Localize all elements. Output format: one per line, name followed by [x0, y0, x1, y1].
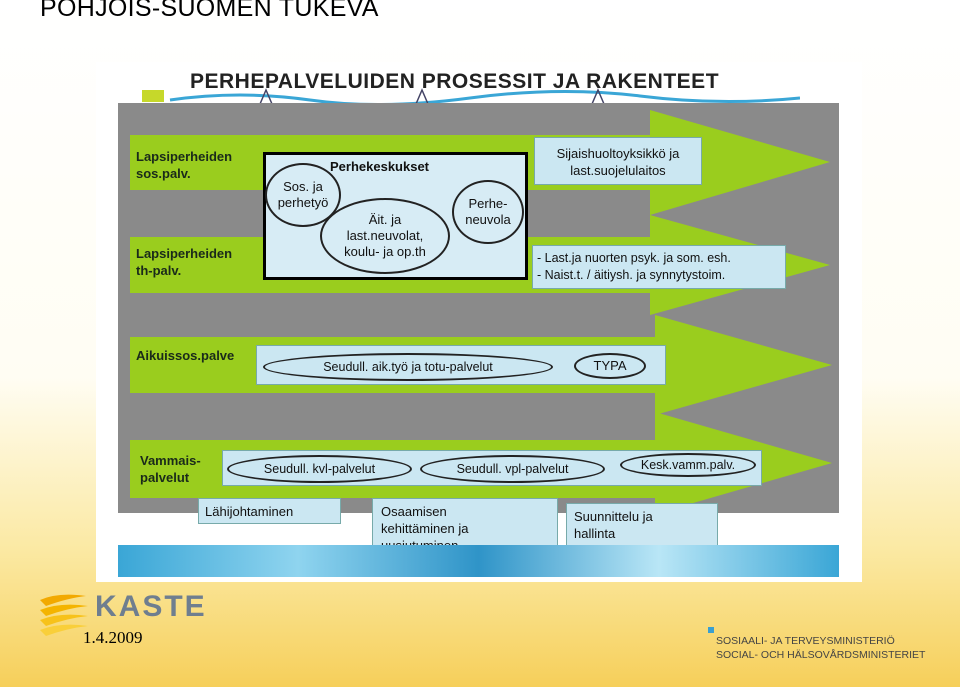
- bottom-water-band: [118, 545, 839, 577]
- box-line: last.suojelulaitos: [570, 163, 666, 178]
- lahijohtaminen-box: Lähijohtaminen: [198, 498, 341, 524]
- perheneuvola-ellipse: Perhe- neuvola: [452, 180, 524, 244]
- row-label-line: palvelut: [140, 470, 190, 485]
- ellipse-line: last.neuvolat,: [346, 228, 424, 243]
- ministry-line: SOSIAALI- JA TERVEYSMINISTERIÖ: [716, 635, 895, 647]
- box-line: Osaamisen: [381, 504, 447, 519]
- slide-title: POHJOIS-SUOMEN TUKEVA: [40, 0, 379, 22]
- row-label-line: Aikuissos.palve: [136, 348, 235, 363]
- kesk-vamm-ellipse: Kesk.vamm.palv.: [620, 453, 756, 477]
- figure-title: PERHEPALVELUIDEN PROSESSIT JA RAKENTEET: [190, 70, 720, 93]
- suunnittelu-box: Suunnittelu ja hallinta: [566, 503, 718, 547]
- vpl-ellipse: Seudull. vpl-palvelut: [420, 455, 605, 483]
- kaste-logo-text: KASTE: [95, 590, 207, 623]
- erikoissairaanhoito-box: - Last.ja nuorten psyk. ja som. esh. - N…: [532, 245, 786, 289]
- kaste-logo-icon: [40, 594, 88, 636]
- header-wave-decoration: [142, 88, 800, 107]
- ministry-logo-icon: [708, 627, 714, 633]
- ellipse-line: neuvola: [465, 212, 511, 227]
- box-line: kehittäminen ja: [381, 521, 469, 536]
- ministry-line: SOCIAL- OCH HÄLSOVÅRDSMINISTERIET: [716, 649, 926, 661]
- row-label-lapsi-sos: Lapsiperheiden sos.palv.: [136, 148, 232, 182]
- row-label-line: Vammais-: [140, 453, 201, 468]
- row-label-line: th-palv.: [136, 263, 182, 278]
- ellipse-line: Sos. ja: [283, 179, 323, 194]
- ellipse-line: perhetyö: [277, 195, 329, 210]
- box-line: - Last.ja nuorten psyk. ja som. esh.: [537, 251, 731, 265]
- box-line: Sijaishuoltoyksikkö ja: [556, 146, 680, 161]
- ministry-logo-text: SOSIAALI- JA TERVEYSMINISTERIÖ SOCIAL- O…: [716, 634, 925, 662]
- row-label-aikuis: Aikuissos.palve: [136, 347, 234, 364]
- sijaishuolto-box: Sijaishuoltoyksikkö ja last.suojelulaito…: [534, 137, 702, 185]
- perhekeskukset-title: Perhekeskukset: [330, 159, 430, 174]
- neuvolat-ellipse: Äit. ja last.neuvolat, koulu- ja op.th: [320, 198, 450, 274]
- row-label-line: Lapsiperheiden: [136, 149, 233, 164]
- typa-ellipse: TYPA: [574, 353, 646, 379]
- box-line: hallinta: [574, 526, 616, 541]
- row-label-line: Lapsiperheiden: [136, 246, 233, 261]
- row-label-lapsi-th: Lapsiperheiden th-palv.: [136, 245, 232, 279]
- ellipse-line: Äit. ja: [368, 212, 402, 227]
- ellipse-line: Perhe-: [468, 196, 508, 211]
- row-label-line: sos.palv.: [136, 166, 191, 181]
- kvl-ellipse: Seudull. kvl-palvelut: [227, 455, 412, 483]
- box-line: Suunnittelu ja: [574, 509, 653, 524]
- slide-date: 1.4.2009: [83, 628, 143, 647]
- ellipse-line: koulu- ja op.th: [344, 244, 426, 259]
- box-line: - Naist.t. / äitiysh. ja synnytystoim.: [537, 268, 726, 282]
- aikuis-tyo-ellipse: Seudull. aik.työ ja totu-palvelut: [263, 353, 553, 381]
- row-label-vammais: Vammais- palvelut: [140, 452, 201, 486]
